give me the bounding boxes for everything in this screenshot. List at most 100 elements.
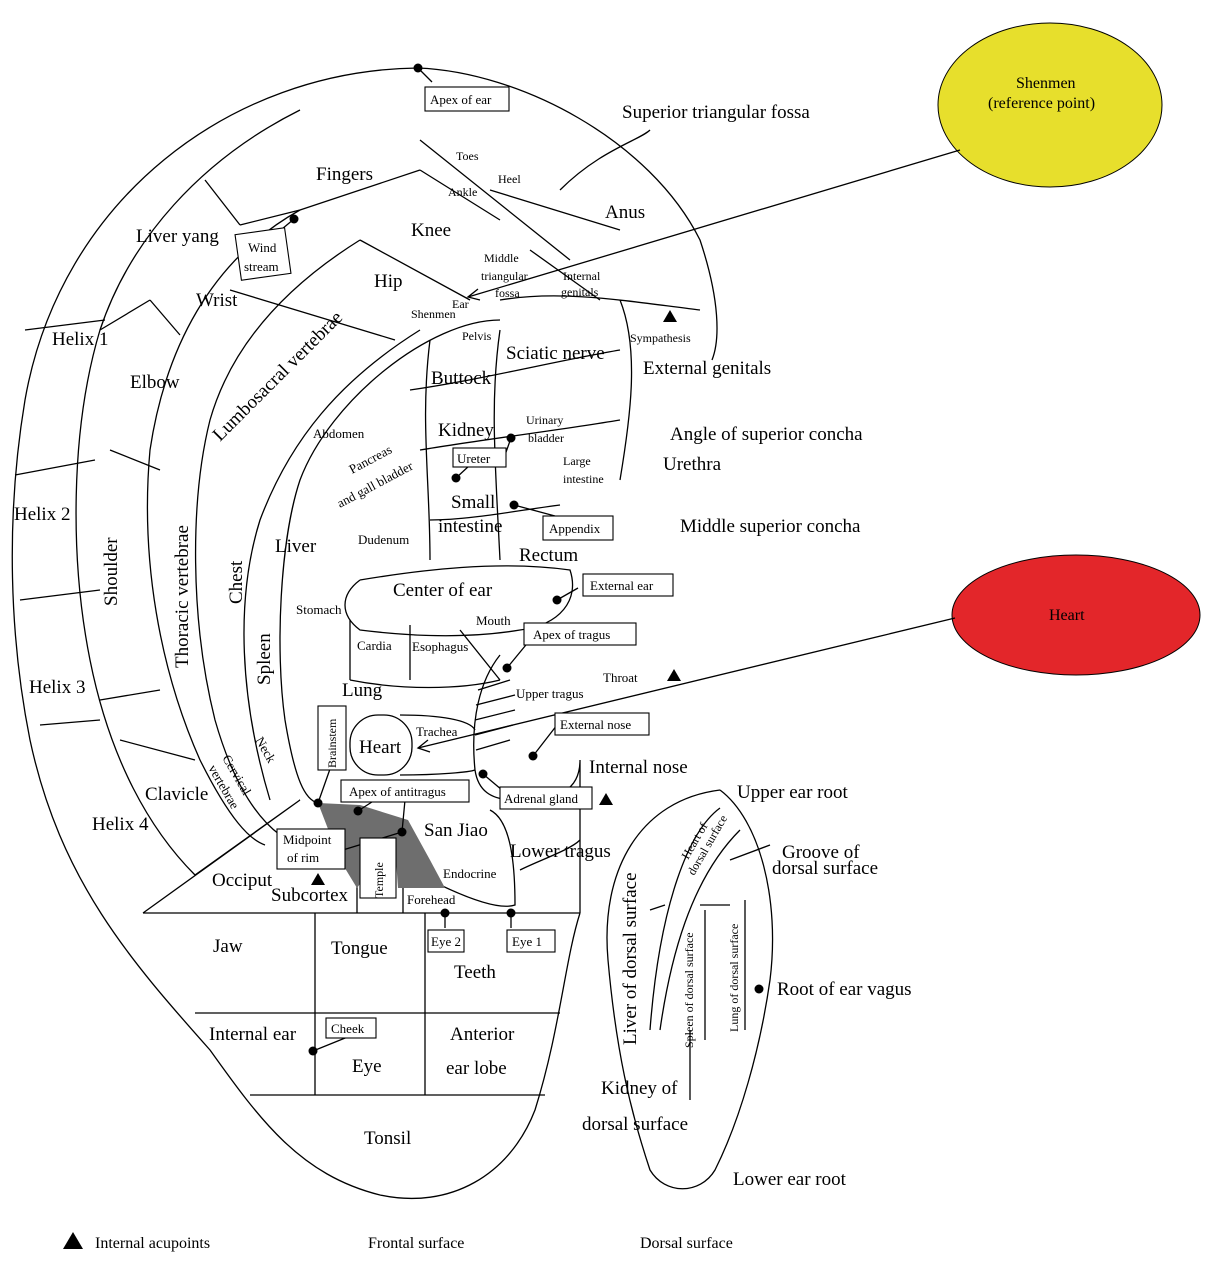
label-groove-1: Groove of: [782, 842, 860, 863]
label-abdomen: Abdomen: [313, 426, 365, 441]
box-brainstem: [317, 705, 347, 771]
antihelix-line-1: [146, 209, 301, 846]
label-lower-tragus: Lower tragus: [510, 841, 611, 862]
label-helix2: Helix 2: [14, 504, 70, 525]
label-adrenal: Adrenal gland: [504, 791, 579, 806]
label-teeth: Teeth: [454, 962, 496, 983]
label-cheek: Cheek: [331, 1021, 365, 1036]
concha-line: [279, 319, 501, 804]
box-connectors: [275, 67, 579, 1052]
box-cheek: [325, 1017, 377, 1039]
heart-title: Heart: [1049, 607, 1085, 624]
legend: Internal acupoints Frontal surface Dorsa…: [63, 1232, 733, 1252]
label-external-ear: External ear: [590, 578, 654, 593]
label-jaw: Jaw: [213, 936, 243, 957]
box-apex-of-ear: [424, 86, 510, 112]
legend-internal: Internal acupoints: [95, 1235, 210, 1252]
legend-triangle-icon: [63, 1232, 83, 1249]
triangle-sympathesis: [663, 310, 677, 322]
label-fingers: Fingers: [316, 164, 373, 185]
helix-band-line: [75, 109, 301, 876]
label-small-int-2: intestine: [438, 516, 502, 537]
label-midpoint-1: Midpoint: [283, 832, 332, 847]
triangle-subcortex: [311, 873, 325, 885]
ear-outline: [11, 67, 581, 1200]
label-wind-2: stream: [244, 259, 279, 274]
label-spleen: Spleen: [254, 633, 275, 685]
label-eye: Eye: [352, 1056, 382, 1077]
dorsal-outline: [606, 789, 774, 1190]
label-brainstem: Brainstem: [325, 718, 339, 768]
box-ureter: [452, 447, 507, 468]
label-spleen-dorsal: Spleen of dorsal surface: [682, 932, 696, 1048]
label-mouth: Mouth: [476, 613, 511, 628]
label-heart-inner: Heart: [359, 737, 402, 758]
label-sympathesis: Sympathesis: [630, 331, 691, 345]
label-ear-shenmen-2: Shenmen: [411, 307, 456, 321]
concha-inner: [409, 329, 621, 561]
box-external-ear: [582, 573, 674, 597]
label-small-int-1: Small: [451, 492, 495, 513]
shenmen-pointer: [467, 149, 961, 298]
dot-root-vagus: [754, 984, 764, 994]
label-liver-yang: Liver yang: [136, 226, 219, 247]
label-elbow: Elbow: [130, 372, 180, 393]
label-angle-sup-concha: Angle of superior concha: [670, 424, 863, 445]
dorsal-labels: Upper ear root Groove of dorsal surface …: [582, 782, 912, 1190]
label-ureter: Ureter: [457, 451, 491, 466]
box-apex-of-tragus: [523, 622, 637, 646]
label-middle-tri-2: triangular: [481, 269, 528, 283]
box-apex-antitragus: [340, 779, 470, 803]
label-wind-1: Wind: [248, 240, 277, 255]
heart-arrowhead: [416, 739, 431, 753]
label-shoulder: Shoulder: [101, 537, 122, 606]
label-superior-triangular-fossa: Superior triangular fossa: [622, 102, 810, 123]
box-eye1: [506, 929, 556, 953]
label-buttock: Buttock: [431, 368, 492, 389]
label-urinary-2: bladder: [528, 431, 564, 445]
label-hip: Hip: [374, 271, 403, 292]
label-helix3: Helix 3: [29, 677, 85, 698]
label-cardia: Cardia: [357, 638, 392, 653]
box-adrenal: [499, 786, 593, 810]
label-root-vagus: Root of ear vagus: [777, 979, 912, 1000]
label-trachea: Trachea: [416, 724, 458, 739]
helix-segments: [14, 319, 106, 726]
label-large-int-1: Large: [563, 454, 591, 468]
label-knee: Knee: [411, 220, 451, 241]
shenmen-arrowhead: [466, 288, 481, 301]
label-rectum: Rectum: [519, 545, 578, 566]
label-anterior-1: Anterior: [450, 1024, 515, 1045]
label-thoracic: Thoracic vertebrae: [172, 525, 193, 668]
cavum-lines: [349, 620, 501, 689]
shenmen-subtitle: (reference point): [988, 95, 1095, 112]
label-eye2: Eye 2: [431, 934, 461, 949]
label-apex-of-ear: Apex of ear: [430, 92, 492, 107]
dorsal-inner-lines: [649, 807, 771, 1100]
label-middle-sup-concha: Middle superior concha: [680, 516, 861, 537]
label-lung: Lung: [342, 680, 383, 701]
antihelix-line-2: [194, 239, 361, 836]
label-upper-tragus: Upper tragus: [516, 686, 584, 701]
triangle-adrenal: [599, 793, 613, 805]
label-apex-antitragus: Apex of antitragus: [349, 784, 446, 799]
label-center-of-ear: Center of ear: [393, 580, 493, 601]
legend-frontal: Frontal surface: [368, 1235, 464, 1252]
label-occiput: Occiput: [212, 870, 273, 891]
label-midpoint-2: of rim: [287, 850, 319, 865]
helix-dividers-2: [99, 299, 196, 761]
label-tongue: Tongue: [331, 938, 388, 959]
label-ankle: Ankle: [448, 185, 477, 199]
box-external-nose: [554, 712, 650, 736]
label-internal-genitals-1: Internal: [563, 269, 601, 283]
label-wrist: Wrist: [196, 290, 238, 311]
label-sciatic: Sciatic nerve: [506, 343, 605, 364]
label-eye1: Eye 1: [512, 934, 542, 949]
label-middle-tri-1: Middle: [484, 251, 519, 265]
triangle-throat: [667, 669, 681, 681]
label-middle-tri-3: fossa: [495, 286, 520, 300]
label-helix1: Helix 1: [52, 329, 108, 350]
label-temple: Temple: [372, 862, 386, 898]
